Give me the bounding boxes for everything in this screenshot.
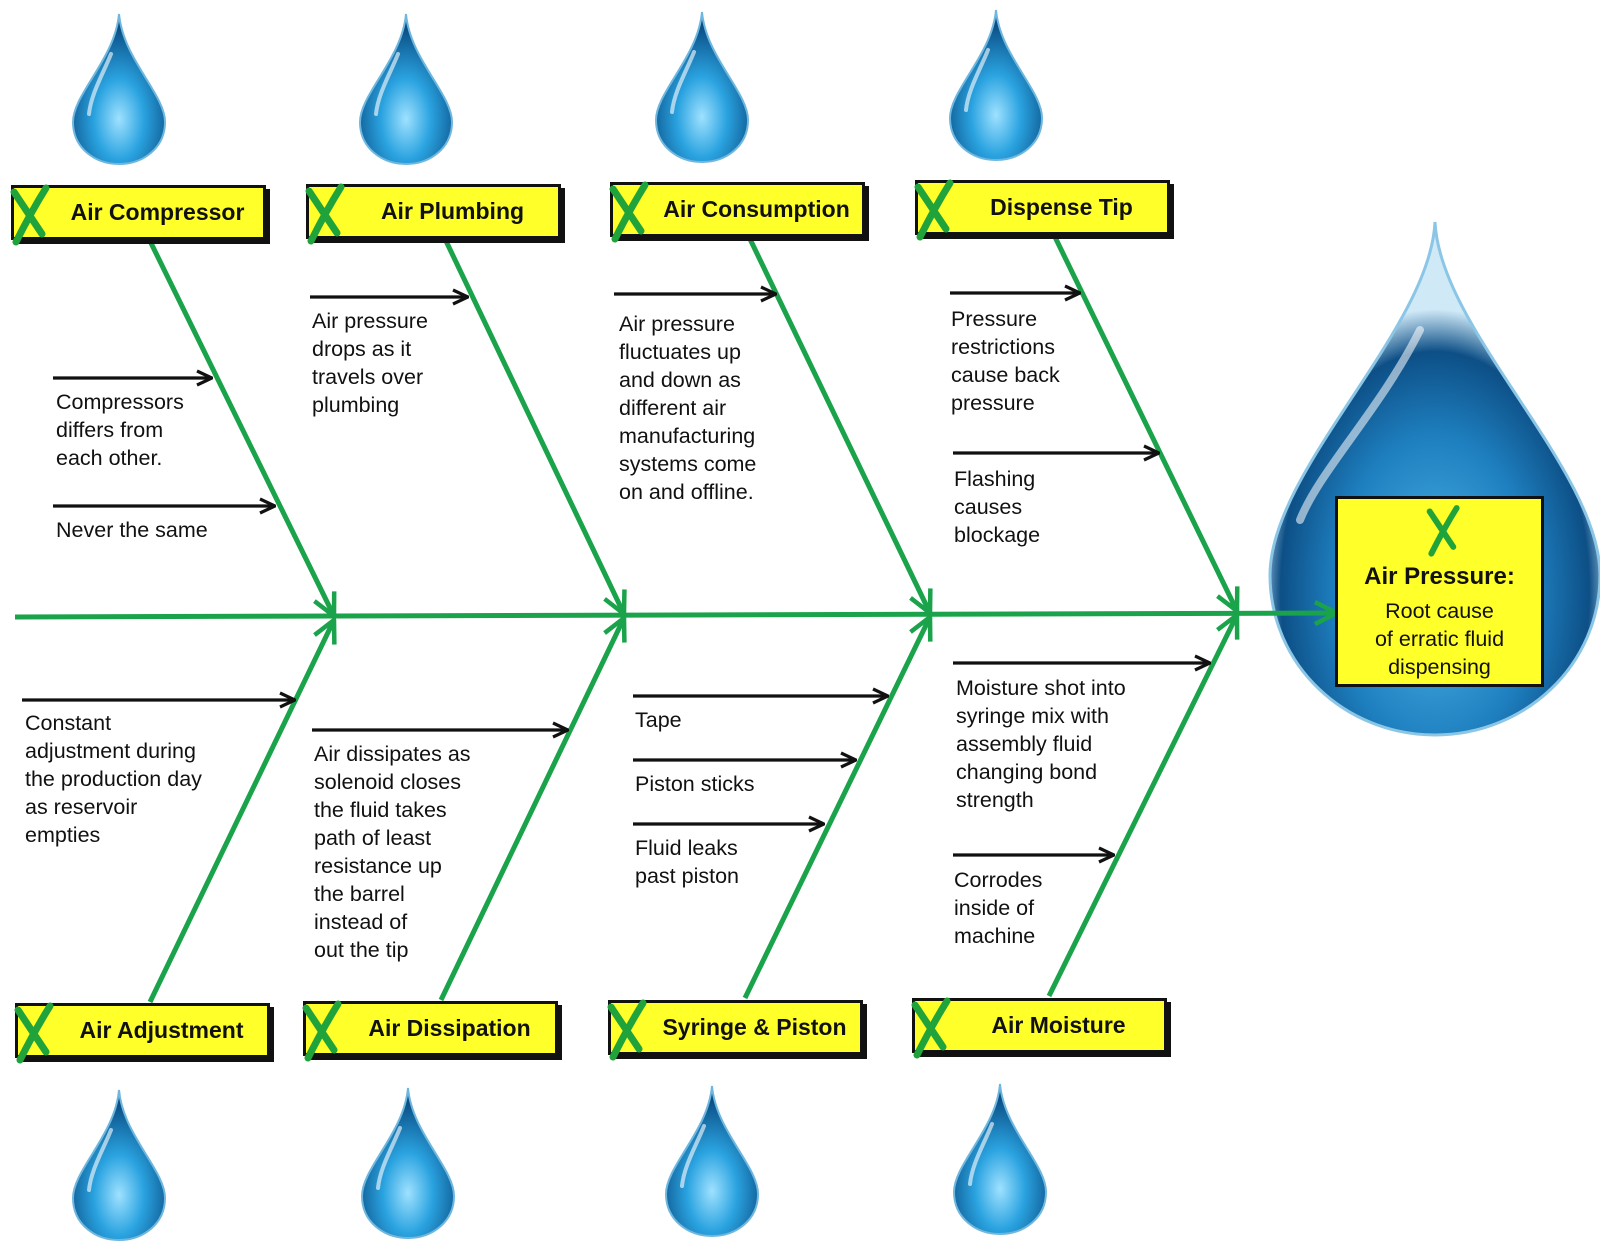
cause-text: Air pressure drops as it travels over pl… (312, 309, 428, 417)
water-drop-icon (360, 1087, 456, 1240)
cause-text: Air dissipates as solenoid closes the fl… (314, 742, 471, 962)
category-label: Air Adjustment (79, 1017, 244, 1043)
water-drop-icon (71, 1089, 167, 1242)
bone-dispense-tip (1052, 235, 1237, 611)
cause-text: Moisture shot into syringe mix with asse… (956, 676, 1126, 812)
category-syringe-piston: Syringe & Piston (607, 999, 863, 1061)
cause-text: Constant adjustment during the productio… (25, 711, 202, 847)
category-air-adjustment: Air Adjustment (14, 1002, 270, 1064)
category-air-consumption: Air Consumption (609, 181, 865, 243)
cause-text: Pressure restrictions cause back pressur… (951, 307, 1060, 415)
water-drops (71, 9, 1048, 1242)
category-label: Syringe & Piston (662, 1014, 847, 1040)
bone-air-moisture (1046, 615, 1237, 998)
water-drop-icon (948, 9, 1044, 162)
category-label: Air Plumbing (380, 198, 525, 224)
effect-title: Air Pressure: (1364, 563, 1515, 590)
cause-text: Flashing causes blockage (954, 467, 1041, 547)
water-drop-icon (71, 13, 167, 166)
green-check-icon (607, 999, 647, 1061)
cause-text: Never the same (56, 518, 208, 542)
lower-bones (147, 615, 1237, 1004)
bone-air-dissipation (438, 618, 624, 1002)
category-label: Air Dissipation (368, 1015, 531, 1041)
cause-text: Fluid leaks past piston (635, 836, 739, 888)
category-air-plumbing: Air Plumbing (305, 183, 561, 245)
upper-bones (147, 235, 1237, 616)
spine (14, 613, 1337, 617)
water-drop-icon (952, 1083, 1048, 1236)
category-label: Air Moisture (991, 1012, 1126, 1038)
green-check-icon (14, 1002, 54, 1064)
cause-text: Piston sticks (635, 772, 755, 796)
bone-air-compressor (147, 239, 334, 616)
water-drop-icon (654, 11, 750, 164)
green-check-icon (911, 997, 951, 1059)
cause-arrows (22, 293, 1210, 855)
category-air-dissipation: Air Dissipation (302, 1000, 558, 1062)
effect-box: Air Pressure: Root cause of erratic flui… (1335, 496, 1544, 687)
category-label: Air Consumption (663, 196, 850, 222)
water-drop-icon (358, 13, 454, 166)
green-check-icon (305, 183, 345, 245)
green-check-icon (1426, 505, 1460, 557)
green-check-icon (609, 181, 649, 243)
water-drop-icon (664, 1085, 760, 1238)
category-label: Air Compressor (70, 199, 245, 225)
cause-text: Compressors differs from each other. (56, 390, 184, 470)
category-label: Dispense Tip (990, 194, 1133, 220)
cause-text: Tape (635, 708, 682, 732)
green-check-icon (10, 184, 50, 246)
cause-text: Corrodes inside of machine (954, 868, 1043, 948)
effect-text: Root cause of erratic fluid dispensing (1374, 599, 1505, 679)
green-check-icon (302, 1000, 342, 1062)
green-check-icon (914, 179, 954, 241)
bone-syringe-piston (742, 617, 930, 1000)
category-air-compressor: Air Compressor (10, 184, 266, 246)
bone-air-plumbing (443, 239, 624, 614)
bone-air-consumption (747, 237, 930, 613)
category-dispense-tip: Dispense Tip (914, 179, 1170, 241)
cause-text: Air pressure fluctuates up and down as d… (619, 312, 757, 504)
category-air-moisture: Air Moisture (911, 997, 1167, 1059)
bone-air-adjustment (147, 620, 334, 1004)
